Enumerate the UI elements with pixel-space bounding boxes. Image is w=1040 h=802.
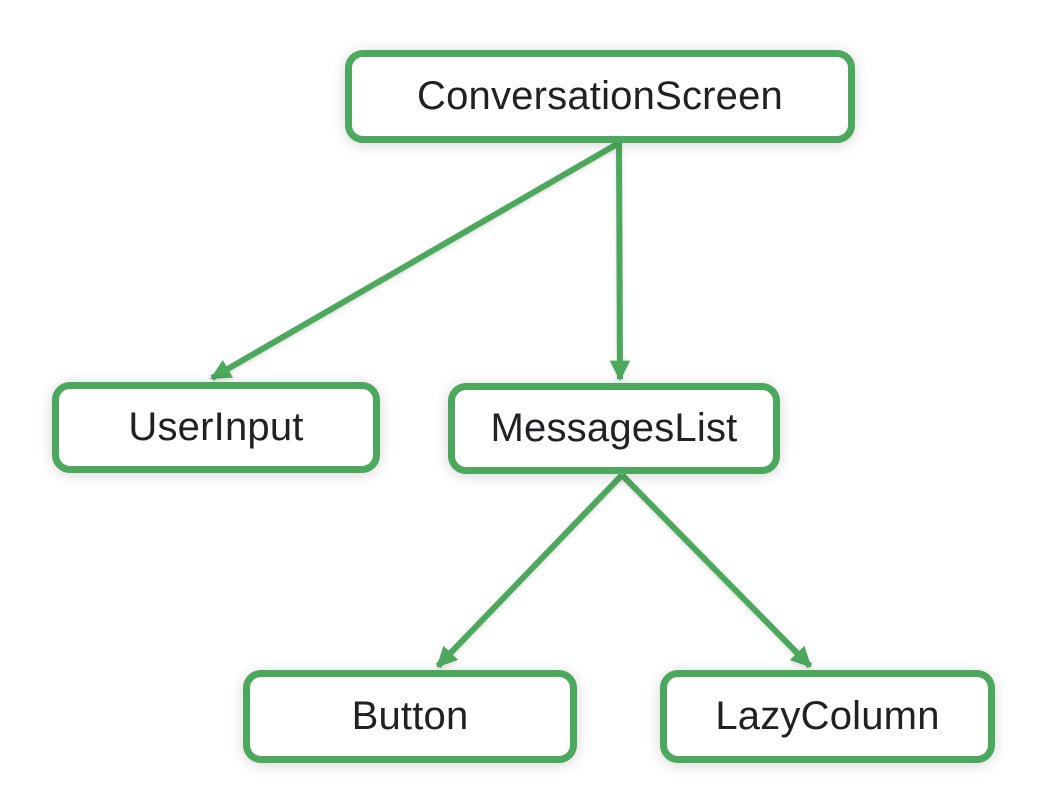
- node-conversation-screen-label: ConversationScreen: [416, 74, 784, 118]
- node-messages-list: MessagesList: [448, 383, 780, 474]
- node-lazy-column: LazyColumn: [660, 670, 995, 763]
- edge-messageslist-button: [435, 472, 625, 669]
- edge-conversationscreen-userinput: [210, 140, 621, 381]
- node-messages-list-label: MessagesList: [490, 406, 738, 450]
- node-button-label: Button: [351, 694, 469, 738]
- node-conversation-screen: ConversationScreen: [345, 50, 855, 143]
- node-button: Button: [243, 670, 577, 763]
- node-user-input-label: UserInput: [128, 405, 304, 449]
- node-user-input: UserInput: [52, 382, 380, 473]
- node-lazy-column-label: LazyColumn: [715, 694, 940, 738]
- edge-conversationscreen-messageslist: [609, 142, 631, 382]
- edge-messageslist-lazycolumn: [619, 472, 813, 669]
